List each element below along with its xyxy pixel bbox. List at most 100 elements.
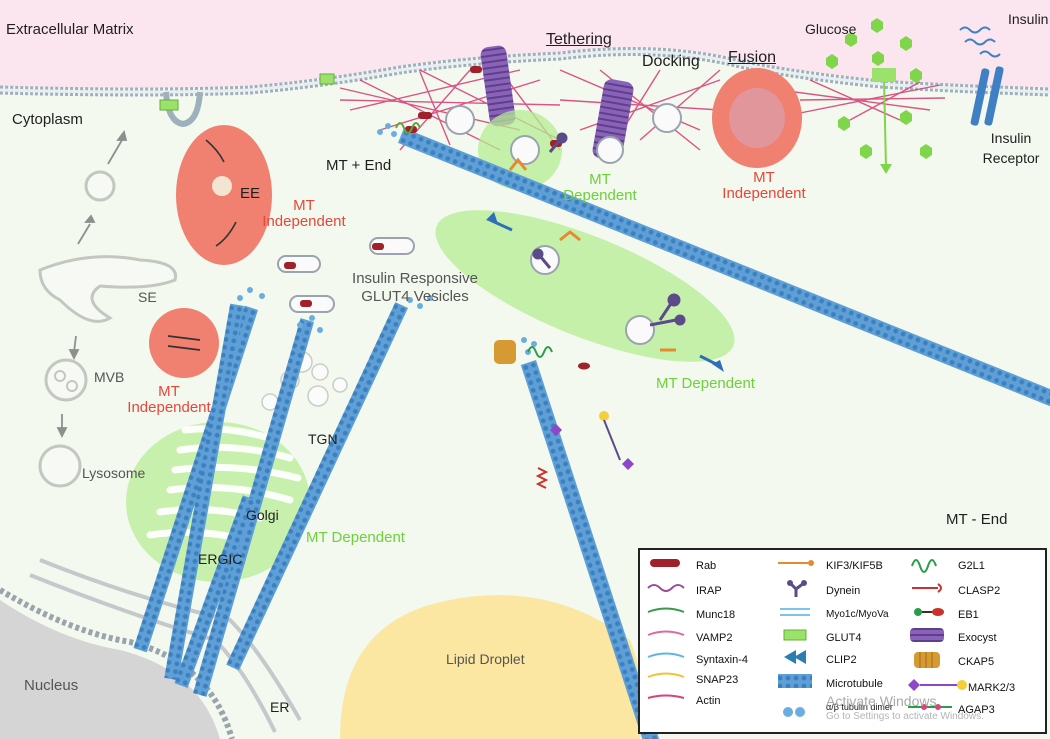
extracellular-matrix-label: Extracellular Matrix <box>6 21 134 38</box>
watermark-line2: Go to Settings to activate Windows. <box>826 711 984 722</box>
legend-item-microtubule: Microtubule <box>778 674 883 690</box>
independent-word: Independent <box>262 212 346 230</box>
mt-dependent-tethering: MT Dependent <box>552 172 648 204</box>
ckap5-icon <box>914 652 940 668</box>
legend-label: CKAP5 <box>958 656 995 668</box>
tethering-label: Tethering <box>546 31 612 48</box>
mt-word: MT <box>293 197 315 214</box>
se-label: SE <box>138 289 157 305</box>
tubulin-dimer-icon <box>783 707 805 717</box>
mt-word: MT <box>158 383 180 400</box>
munc18-icon <box>647 607 685 613</box>
agap3-icon <box>908 704 952 710</box>
legend-label: AGAP3 <box>958 704 995 716</box>
legend-label: Exocyst <box>958 632 997 644</box>
dependent-word: Dependent <box>563 186 637 204</box>
legend-label: IRAP <box>696 585 722 597</box>
mvb-label: MVB <box>94 369 125 385</box>
legend-label: Syntaxin-4 <box>696 654 748 666</box>
lysosome-label: Lysosome <box>82 465 146 481</box>
ergic-label: ERGIC <box>198 551 243 567</box>
legend-label: CLIP2 <box>826 654 857 666</box>
mt-minus-end-label: MT - End <box>946 511 1008 528</box>
irap-icon <box>647 584 685 592</box>
legend-label: MARK2/3 <box>968 682 1016 694</box>
snap23-icon <box>647 672 685 678</box>
legend-label: KIF3/KIF5B <box>826 560 883 572</box>
vamp2-icon <box>647 630 685 636</box>
insulin-label: Insulin <box>1008 11 1049 27</box>
independent-word: Independent <box>127 398 211 416</box>
legend-label: EB1 <box>958 609 979 621</box>
kinesin-icon <box>778 560 814 566</box>
mt-independent-ee: MT Independent <box>244 198 364 230</box>
mt-independent-fusion: MT Independent <box>706 170 822 202</box>
watermark-line1: Activate Windows <box>826 693 937 709</box>
mt-dependent-golgi: MT Dependent <box>306 529 405 546</box>
legend-label: Rab <box>696 560 717 572</box>
legend-item-vamp2: VAMP2 <box>647 630 733 644</box>
er-label: ER <box>270 699 290 715</box>
legend-label: Dynein <box>826 585 861 597</box>
legend-label: CLASP2 <box>958 585 1001 597</box>
legend-item-actin: Actin <box>647 694 721 707</box>
legend-item-munc18: Munc18 <box>647 607 736 621</box>
insulin-receptor-label: Insulin Receptor <box>982 130 1040 166</box>
legend-item-dynein: Dynein <box>787 580 861 597</box>
legend-label: GLUT4 <box>826 632 862 644</box>
mt-dependent-transport: MT Dependent <box>656 375 755 392</box>
clip2-icon <box>784 650 806 664</box>
mark23-icon <box>908 679 967 691</box>
clasp2-icon <box>912 583 942 593</box>
nucleus-label: Nucleus <box>24 677 79 694</box>
legend-label: Actin <box>696 695 721 707</box>
lipid-droplet-label: Lipid Droplet <box>446 651 525 667</box>
microtubule-icon <box>778 674 812 688</box>
legend-label: SNAP23 <box>696 674 739 686</box>
legend-item-agap3: AGAP3 <box>908 704 995 716</box>
docking-label: Docking <box>642 53 700 70</box>
legend-item-irap: IRAP <box>647 584 722 597</box>
exocyst-icon <box>910 628 944 642</box>
myosin-icon <box>780 608 810 616</box>
glucose-label: Glucose <box>805 21 857 37</box>
legend: Rab IRAP Munc18 VAMP2 Syntaxin-4 SNAP23 … <box>638 548 1047 734</box>
independent-word: Independent <box>722 184 806 202</box>
glut4-icon <box>783 629 807 641</box>
dynein-icon <box>787 580 807 597</box>
legend-label: Myo1c/MyoVa <box>826 609 889 620</box>
legend-item-snap23: SNAP23 <box>647 672 739 686</box>
legend-label: G2L1 <box>958 560 985 572</box>
legend-item-myosin: Myo1c/MyoVa <box>780 608 889 620</box>
legend-item-glut4: GLUT4 <box>783 629 862 644</box>
legend-item-kinesin: KIF3/KIF5B <box>778 560 883 572</box>
legend-item-clip2: CLIP2 <box>784 650 857 666</box>
mt-word: MT <box>589 171 611 188</box>
rab-icon <box>650 559 680 567</box>
legend-item-syntaxin4: Syntaxin-4 <box>647 652 748 666</box>
legend-label: Munc18 <box>696 609 736 621</box>
legend-item-mark23: MARK2/3 <box>908 679 1016 694</box>
tgn-label: TGN <box>308 431 338 447</box>
mt-independent-se: MT Independent <box>110 384 228 416</box>
syntaxin4-icon <box>647 652 685 658</box>
legend-label: α/β tubulin dimer <box>826 702 893 712</box>
fusion-label: Fusion <box>728 49 777 66</box>
legend-item-g2l1: G2L1 <box>911 559 985 573</box>
legend-item-eb1: EB1 <box>914 608 979 621</box>
mt-plus-end-label: MT + End <box>326 157 392 174</box>
ee-label: EE <box>240 185 261 202</box>
golgi-label: Golgi <box>246 507 279 523</box>
legend-item-ckap5: CKAP5 <box>914 652 995 668</box>
legend-item-exocyst: Exocyst <box>910 628 997 644</box>
legend-item-clasp2: CLASP2 <box>912 583 1001 597</box>
actin-icon <box>647 694 685 699</box>
cytoplasm-label: Cytoplasm <box>12 111 83 128</box>
glut4-vesicles-label: Insulin Responsive GLUT4 Vesicles <box>352 270 478 305</box>
legend-label: VAMP2 <box>696 632 733 644</box>
legend-label: Microtubule <box>826 678 883 690</box>
legend-item-rab: Rab <box>650 559 717 572</box>
mt-word: MT <box>753 169 775 186</box>
